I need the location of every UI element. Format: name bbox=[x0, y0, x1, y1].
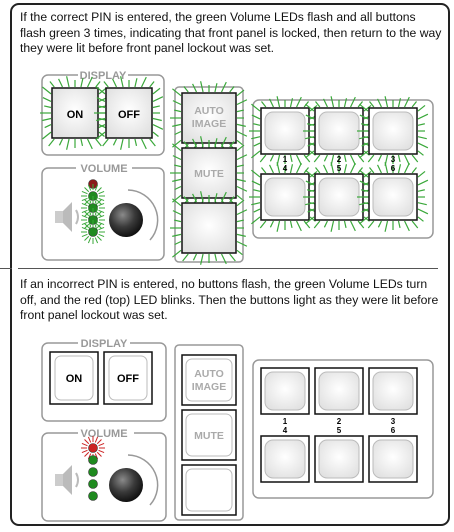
input-label-top: 1 bbox=[283, 155, 288, 164]
section-divider bbox=[18, 268, 438, 269]
display-group-label: DISPLAY bbox=[81, 338, 128, 350]
input-label-top: 2 bbox=[337, 155, 342, 164]
volume-led-green bbox=[88, 479, 98, 489]
mute-button[interactable]: MUTE bbox=[181, 409, 237, 461]
volume-group-label: VOLUME bbox=[80, 428, 127, 440]
input-button-4[interactable] bbox=[260, 435, 310, 483]
off-button-label: OFF bbox=[117, 373, 139, 385]
on-button[interactable]: ON bbox=[40, 76, 110, 150]
on-button[interactable]: ON bbox=[49, 351, 99, 405]
input-button-6[interactable] bbox=[357, 162, 429, 232]
input-buttons: 14 25 36 bbox=[249, 96, 429, 232]
function-group-box bbox=[174, 344, 244, 521]
input-group-box bbox=[252, 359, 434, 499]
flash-rays bbox=[357, 162, 429, 232]
input-label-top: 2 bbox=[337, 417, 342, 426]
flash-rays bbox=[94, 76, 164, 150]
input-label-bottom: 5 bbox=[337, 164, 342, 173]
input-label-top: 3 bbox=[391, 417, 396, 426]
input-buttons: 14 25 36 bbox=[260, 367, 418, 483]
top-panel-correct-pin: DISPLAY ON OFF VOLUME AUTO IMAGE bbox=[40, 69, 434, 265]
display-group-label: DISPLAY bbox=[80, 70, 127, 82]
volume-leds bbox=[81, 436, 105, 501]
input-button-2[interactable] bbox=[314, 367, 364, 415]
auto-image-label-line2: IMAGE bbox=[192, 118, 226, 130]
off-button-label: OFF bbox=[118, 109, 140, 121]
flash-rays bbox=[170, 191, 248, 265]
auto-image-label-line1: AUTO bbox=[194, 368, 224, 380]
bottom-caption: If an incorrect PIN is entered, no butto… bbox=[20, 277, 439, 323]
input-button-5[interactable] bbox=[314, 435, 364, 483]
input-label-top: 1 bbox=[283, 417, 288, 426]
input-label-bottom: 4 bbox=[283, 164, 288, 173]
divider-tick bbox=[0, 268, 12, 269]
off-button[interactable]: OFF bbox=[94, 76, 164, 150]
speaker-icon bbox=[55, 465, 79, 495]
input-label-bottom: 6 bbox=[391, 164, 396, 173]
volume-knob[interactable] bbox=[109, 454, 159, 506]
auto-image-label-line1: AUTO bbox=[194, 105, 224, 117]
blank-button[interactable] bbox=[170, 191, 248, 265]
on-button-label: ON bbox=[66, 373, 83, 385]
volume-led-green bbox=[81, 196, 105, 220]
volume-led-green bbox=[88, 467, 98, 477]
input-button-6[interactable] bbox=[368, 435, 418, 483]
input-label-top: 3 bbox=[391, 155, 396, 164]
volume-leds bbox=[81, 179, 105, 244]
input-button-1[interactable] bbox=[249, 96, 321, 166]
mute-button-label: MUTE bbox=[194, 168, 224, 180]
auto-image-button[interactable]: AUTO IMAGE bbox=[181, 354, 237, 406]
input-label-bottom: 5 bbox=[337, 426, 342, 435]
off-button[interactable]: OFF bbox=[103, 351, 153, 405]
input-label-bottom: 4 bbox=[283, 426, 288, 435]
blank-button[interactable] bbox=[181, 464, 237, 516]
top-caption: If the correct PIN is entered, the green… bbox=[20, 10, 442, 56]
mute-button-label: MUTE bbox=[194, 430, 224, 442]
input-button-5[interactable] bbox=[303, 162, 375, 232]
volume-led-green bbox=[88, 491, 98, 501]
volume-knob[interactable] bbox=[109, 189, 159, 241]
input-button-3[interactable] bbox=[368, 367, 418, 415]
volume-led-green bbox=[88, 455, 98, 465]
input-label-bottom: 6 bbox=[391, 426, 396, 435]
input-button-3[interactable] bbox=[357, 96, 429, 166]
input-group-box bbox=[252, 99, 434, 239]
volume-group-label: VOLUME bbox=[80, 163, 127, 175]
auto-image-label-line2: IMAGE bbox=[192, 381, 226, 393]
bottom-panel-incorrect-pin: DISPLAY ON OFF VOLUME AUTO I bbox=[41, 337, 434, 522]
volume-led-green bbox=[81, 220, 105, 244]
input-button-1[interactable] bbox=[260, 367, 310, 415]
on-button-label: ON bbox=[67, 109, 84, 121]
auto-image-button[interactable]: AUTO IMAGE bbox=[170, 81, 248, 155]
speaker-icon bbox=[55, 202, 79, 232]
flash-rays bbox=[357, 96, 429, 166]
